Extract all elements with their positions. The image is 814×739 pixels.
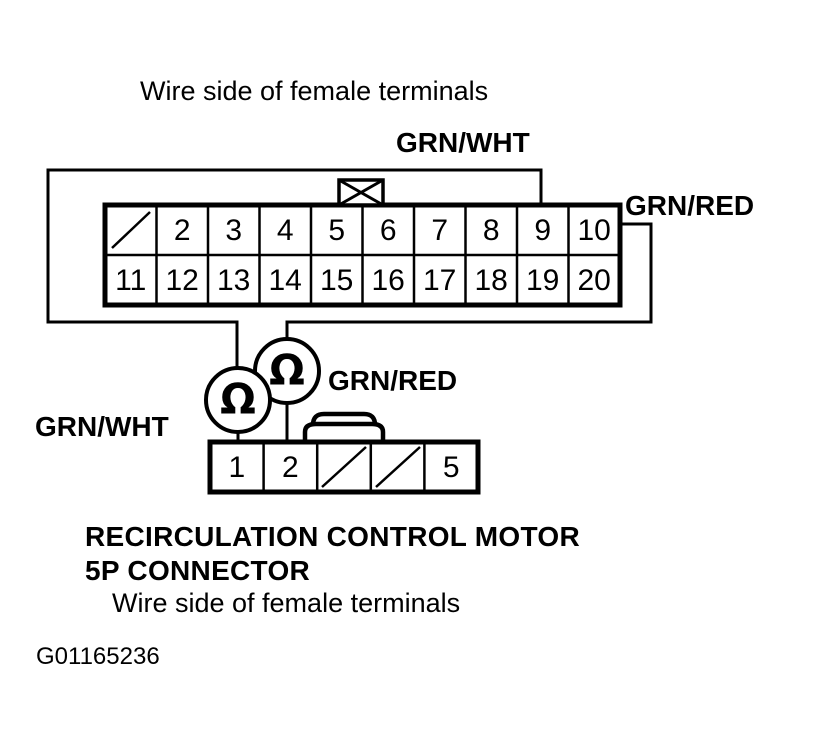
pin-label-bottom-13: 13 xyxy=(217,264,250,297)
label-grn-red-right: GRN/RED xyxy=(625,190,754,221)
bottom-caption: Wire side of female terminals xyxy=(112,588,460,618)
blank-cell-slash-5p xyxy=(321,446,367,488)
pin-label-bottom-18: 18 xyxy=(475,264,508,297)
pin-label-top-2: 2 xyxy=(174,214,191,247)
label-grn-wht-top: GRN/WHT xyxy=(396,127,530,158)
wire-grn-wht-path xyxy=(46,168,543,402)
connector-5p-outline xyxy=(207,439,481,495)
ohm-symbol-right: Ω xyxy=(269,346,305,395)
ohmmeter-left: Ω xyxy=(204,366,272,444)
pin-label-top-4: 4 xyxy=(277,214,294,247)
label-grn-red-mid: GRN/RED xyxy=(328,365,457,396)
pin-label-bottom-14: 14 xyxy=(269,264,302,297)
connector-title-line1: RECIRCULATION CONTROL MOTOR xyxy=(85,521,580,552)
ohm-symbol-left: Ω xyxy=(220,375,256,424)
pin-label-top-10: 10 xyxy=(578,214,611,247)
pin-label-5p-5: 5 xyxy=(443,451,460,484)
blank-cell-slash-5p xyxy=(375,446,421,488)
blank-cell-slash xyxy=(111,211,151,249)
pin-label-bottom-11: 11 xyxy=(115,264,146,297)
connector-key-icon xyxy=(337,178,385,207)
pin-label-bottom-17: 17 xyxy=(423,264,456,297)
connector-20p: 2 3 4 5 6 7 8 9 10 11 12 13 14 15 16 17 … xyxy=(102,178,623,308)
connector-5p-latch-base xyxy=(302,421,386,445)
wire-grn-red-path xyxy=(285,222,653,342)
connector-5p: 1 2 5 xyxy=(207,411,481,495)
pin-label-bottom-19: 19 xyxy=(526,264,559,297)
pin-label-top-5: 5 xyxy=(328,214,345,247)
connector-title-line2: 5P CONNECTOR xyxy=(85,555,310,586)
top-caption: Wire side of female terminals xyxy=(140,76,488,106)
pin-label-bottom-16: 16 xyxy=(372,264,405,297)
pin-label-top-3: 3 xyxy=(225,214,242,247)
ohmmeter-right: Ω xyxy=(253,337,321,444)
figure-id: G01165236 xyxy=(36,643,160,670)
pin-label-top-7: 7 xyxy=(431,214,448,247)
pin-label-top-9: 9 xyxy=(534,214,551,247)
label-grn-wht-left: GRN/WHT xyxy=(35,411,169,442)
pin-label-bottom-20: 20 xyxy=(578,264,611,297)
pin-label-top-6: 6 xyxy=(380,214,397,247)
pin-label-5p-1: 1 xyxy=(228,451,245,484)
pin-label-bottom-12: 12 xyxy=(166,264,199,297)
pin-label-bottom-15: 15 xyxy=(320,264,353,297)
pin-label-5p-2: 2 xyxy=(282,451,299,484)
pin-label-top-8: 8 xyxy=(483,214,500,247)
